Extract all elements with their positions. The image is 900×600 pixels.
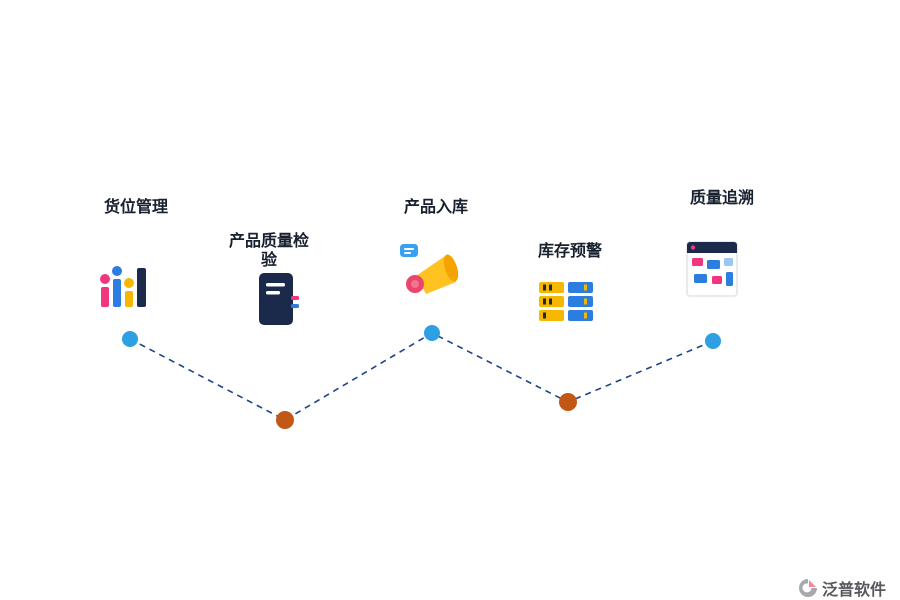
kanban-board-icon — [686, 241, 738, 297]
branding: 泛普软件 www.fanpusoft.com — [756, 576, 886, 600]
server-stack-icon — [539, 282, 593, 321]
brand-name: 泛普软件 — [821, 580, 886, 599]
node-label-inventory-alert: 库存预警 — [537, 241, 602, 260]
valley-dot-2 — [559, 393, 577, 411]
node-label-quality-trace: 质量追溯 — [689, 188, 754, 207]
notebook-icon — [259, 273, 299, 325]
bar-chart-people-icon — [100, 266, 146, 307]
peak-dot-3 — [705, 333, 721, 349]
dashed-path — [129, 332, 714, 421]
node-label-quality-inspection: 产品质量检验 — [228, 231, 309, 270]
megaphone-icon — [400, 244, 459, 294]
peak-dot-2 — [424, 325, 440, 341]
node-label-storage-location: 货位管理 — [103, 197, 168, 216]
valley-dot-1 — [276, 411, 294, 429]
fanpu-logo-icon — [798, 579, 817, 597]
node-label-product-inbound: 产品入库 — [403, 197, 468, 216]
peak-dot-1 — [122, 331, 138, 347]
